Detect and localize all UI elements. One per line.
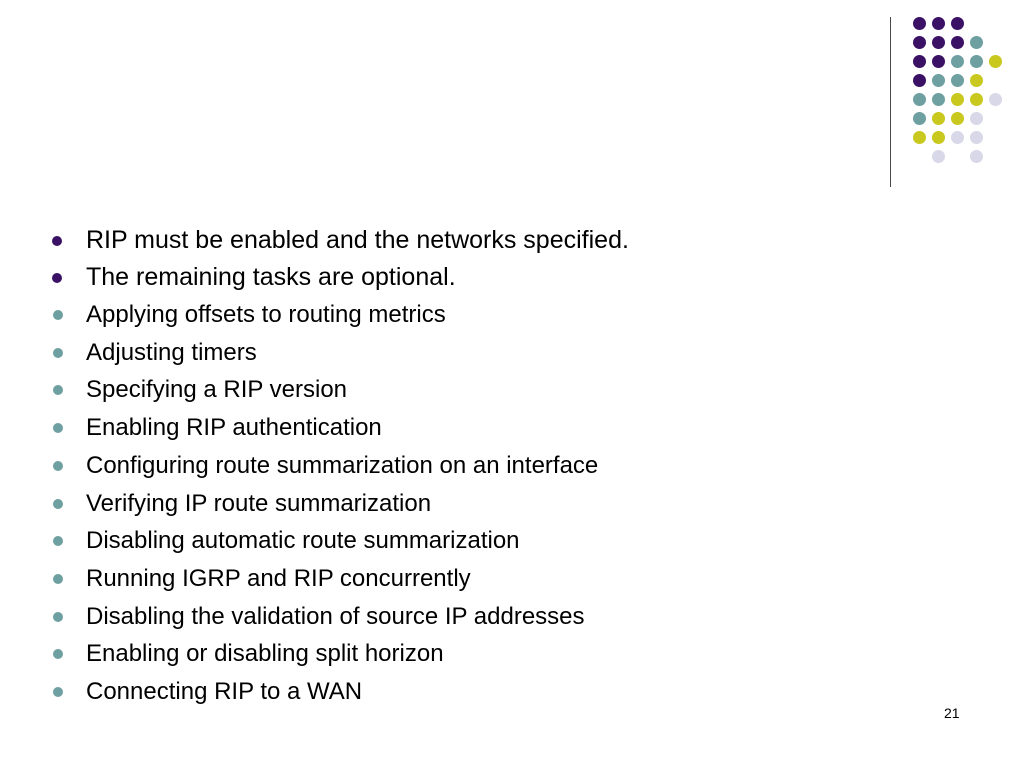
decorative-dot: [912, 92, 926, 106]
decorative-dot: [931, 54, 945, 68]
decorative-dot: [931, 73, 945, 87]
sub-bullet-text: Configuring route summarization on an in…: [86, 451, 599, 479]
sub-bullet-dot-icon: [53, 310, 63, 320]
divider-line: [890, 17, 891, 187]
decorative-dot: [931, 130, 945, 144]
decorative-dot: [988, 54, 1002, 68]
decorative-dot: [912, 111, 926, 125]
decorative-dot: [969, 130, 983, 144]
decorative-dot: [950, 16, 964, 30]
decorative-dot: [950, 35, 964, 49]
decorative-dot: [950, 73, 964, 87]
sub-bullet-dot-icon: [53, 498, 63, 509]
decorative-dot: [969, 35, 983, 49]
sub-bullet-item: Connecting RIP to a WAN: [48, 673, 948, 711]
sub-bullet-item: Disabling automatic route summarization: [48, 522, 948, 560]
sub-bullet-dot-icon: [53, 385, 63, 396]
bullet-list: RIP must be enabled and the networks spe…: [48, 222, 948, 296]
sub-bullet-dot-icon: [53, 423, 63, 434]
decorative-dot: [950, 54, 964, 68]
decorative-dot: [912, 16, 926, 30]
decorative-dot: [969, 149, 983, 163]
decorative-dot-grid: [0, 0, 1024, 200]
decorative-dot: [931, 16, 945, 30]
decorative-dot: [931, 111, 945, 125]
slide-content: RIP must be enabled and the networks spe…: [48, 222, 948, 711]
sub-bullet-dot-icon: [53, 347, 63, 358]
sub-bullet-text: Disabling the validation of source IP ad…: [86, 602, 585, 630]
sub-bullet-text: Connecting RIP to a WAN: [86, 678, 363, 706]
sub-bullet-dot-icon: [53, 687, 63, 698]
sub-bullet-item: Applying offsets to routing metrics: [48, 296, 948, 334]
decorative-dot: [988, 92, 1002, 106]
sub-bullet-dot-icon: [53, 611, 63, 622]
sub-bullet-item: Disabling the validation of source IP ad…: [48, 598, 948, 636]
bullet-item: The remaining tasks are optional.: [48, 259, 948, 296]
sub-bullet-dot-icon: [53, 460, 63, 471]
sub-bullet-text: Specifying a RIP version: [86, 376, 348, 404]
decorative-dot: [969, 92, 983, 106]
sub-bullet-item: Adjusting timers: [48, 334, 948, 372]
sub-bullet-item: Configuring route summarization on an in…: [48, 447, 948, 485]
bullet-dot-icon: [52, 273, 62, 283]
decorative-dot: [969, 111, 983, 125]
sub-bullet-item: Verifying IP route summarization: [48, 485, 948, 523]
decorative-dot: [950, 92, 964, 106]
decorative-dot: [950, 130, 964, 144]
decorative-dot: [912, 54, 926, 68]
decorative-dot: [931, 149, 945, 163]
sub-bullet-text: Disabling automatic route summarization: [86, 527, 520, 555]
sub-bullet-item: Enabling RIP authentication: [48, 409, 948, 447]
decorative-dot: [912, 35, 926, 49]
sub-bullet-text: Applying offsets to routing metrics: [86, 301, 446, 328]
decorative-dot: [969, 73, 983, 87]
sub-bullet-text: Running IGRP and RIP concurrently: [86, 564, 471, 592]
bullet-dot-icon: [52, 236, 62, 246]
sub-bullet-dot-icon: [53, 649, 63, 660]
page-number: 21: [944, 705, 960, 721]
sub-bullet-item: Specifying a RIP version: [48, 371, 948, 409]
bullet-text: The remaining tasks are optional.: [86, 263, 456, 291]
sub-bullet-text: Enabling or disabling split horizon: [86, 640, 444, 668]
sub-bullet-item: Running IGRP and RIP concurrently: [48, 560, 948, 598]
bullet-text: RIP must be enabled and the networks spe…: [86, 226, 629, 254]
decorative-dot: [969, 54, 983, 68]
sub-bullet-dot-icon: [53, 536, 63, 547]
sub-bullet-text: Verifying IP route summarization: [86, 489, 432, 517]
sub-bullet-list: Applying offsets to routing metrics Adju…: [48, 296, 948, 711]
sub-bullet-dot-icon: [53, 573, 63, 584]
sub-bullet-text: Adjusting timers: [86, 338, 257, 366]
decorative-dot: [931, 35, 945, 49]
bullet-item: RIP must be enabled and the networks spe…: [48, 222, 948, 259]
sub-bullet-text: Enabling RIP authentication: [86, 414, 382, 442]
decorative-dot: [912, 73, 926, 87]
decorative-dot: [931, 92, 945, 106]
decorative-dot: [912, 130, 926, 144]
decorative-dot: [950, 111, 964, 125]
sub-bullet-item: Enabling or disabling split horizon: [48, 635, 948, 673]
